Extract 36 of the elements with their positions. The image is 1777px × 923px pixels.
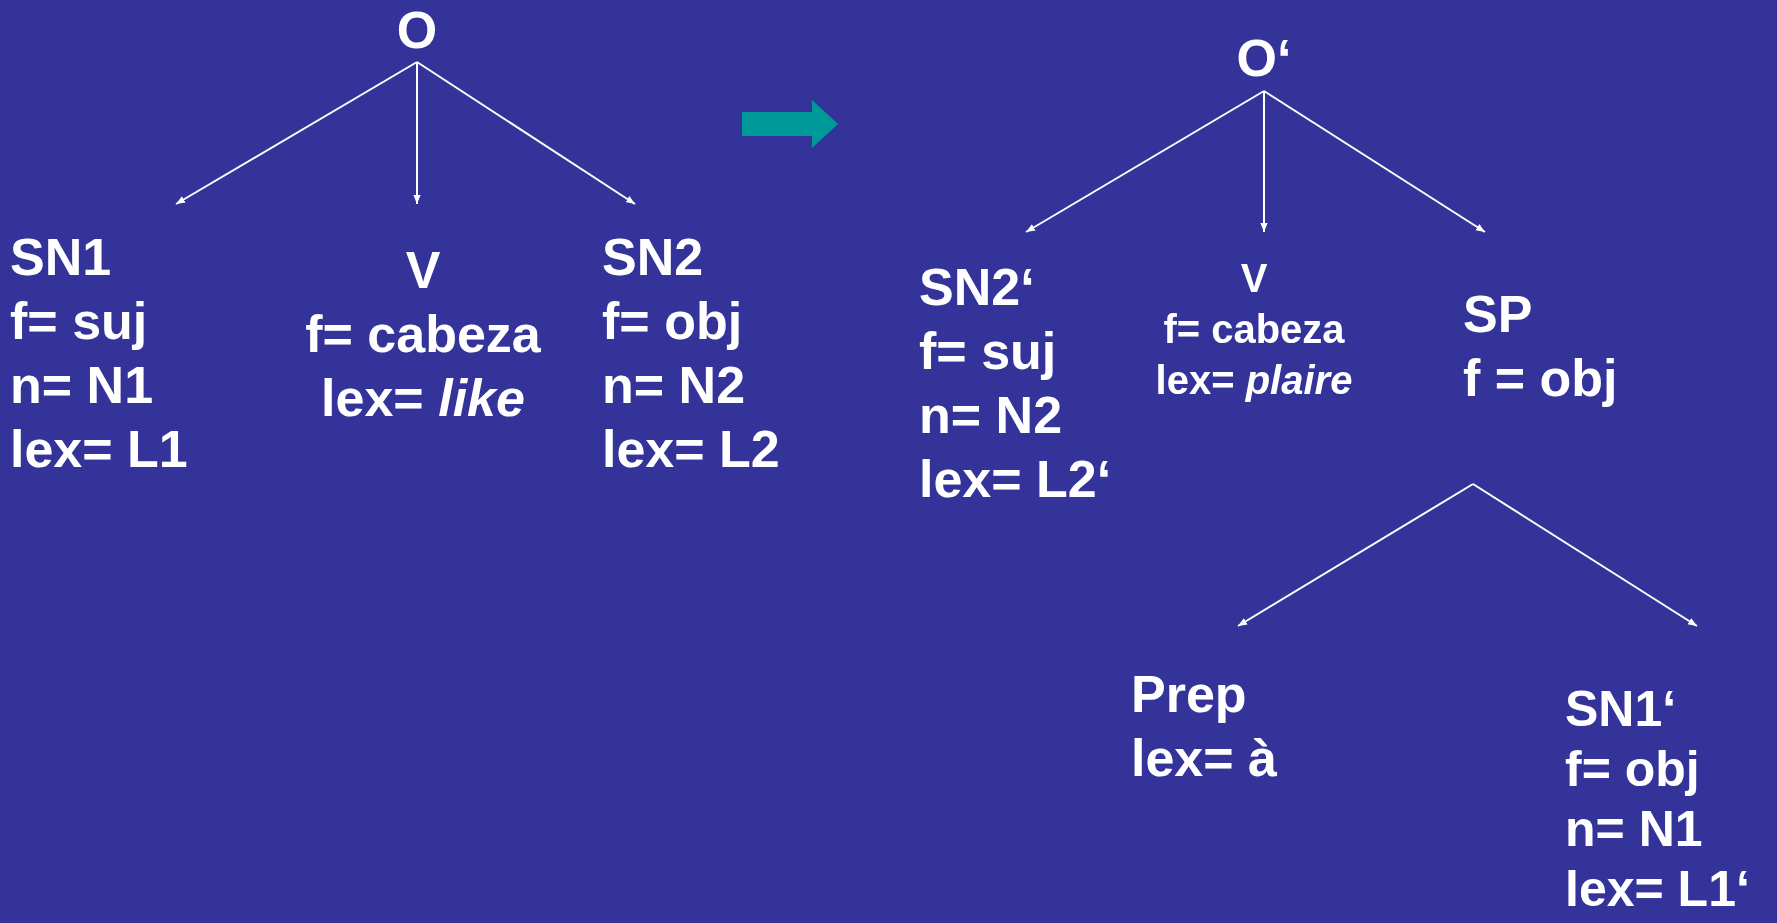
node-label: O‘: [1235, 30, 1293, 86]
feature-text: f= suj: [10, 291, 149, 352]
arrow: [416, 61, 636, 205]
feature-text: f = obj: [1463, 348, 1619, 409]
feature-text: f= suj: [919, 321, 1058, 382]
arrow: [1263, 90, 1486, 233]
feature-text: lex= like: [320, 368, 526, 429]
feature-text: f= obj: [1565, 740, 1701, 799]
feature-text: lex= à: [1131, 728, 1279, 789]
node-label: SN1: [10, 227, 113, 288]
node-label: V: [1239, 255, 1269, 302]
node-label: O: [395, 2, 439, 58]
feature-text: lex= L2: [602, 419, 781, 480]
feature-text: f= cabeza: [304, 304, 542, 365]
feature-text: lex= L1‘: [1565, 860, 1751, 919]
node-label: SN2: [602, 227, 705, 288]
arrow: [413, 61, 421, 205]
node-label: Prep: [1131, 664, 1248, 725]
node-label: SP: [1463, 284, 1534, 345]
feature-text: lex= L1: [10, 419, 189, 480]
feature-text: f= obj: [602, 291, 744, 352]
node-label: SN1‘: [1565, 680, 1678, 739]
feature-text: n= N1: [10, 355, 155, 416]
feature-text: n= N2: [602, 355, 747, 416]
arrow: [1025, 90, 1265, 233]
feature-text: lex= L2‘: [919, 449, 1113, 510]
feature-text: lex= plaire: [1154, 357, 1354, 404]
arrow: [1237, 483, 1474, 627]
feature-text: n= N2: [919, 385, 1064, 446]
node-label: V: [404, 240, 442, 301]
arrow: [1472, 483, 1698, 627]
feature-text: f= cabeza: [1162, 306, 1346, 353]
arrow: [1260, 90, 1268, 233]
feature-text: n= N1: [1565, 800, 1704, 859]
node-label: SN2‘: [919, 257, 1036, 318]
arrow: [175, 61, 418, 205]
